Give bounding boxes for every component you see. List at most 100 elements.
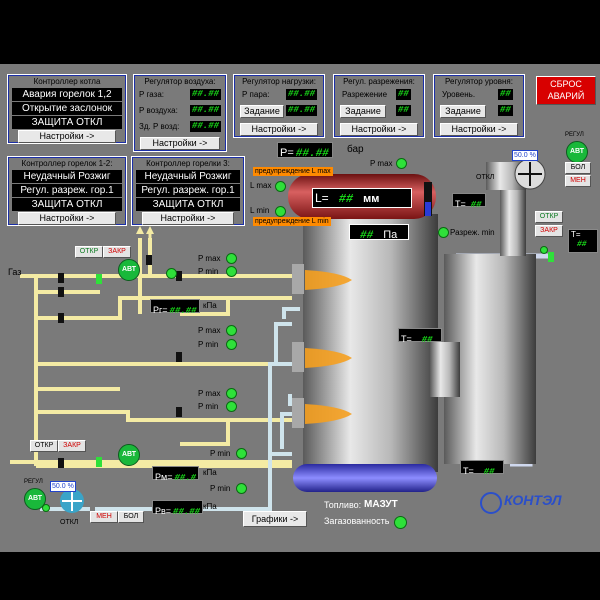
air-pressure-unit: кПа [203,502,217,511]
mazut-close-button[interactable]: ЗАКР [58,440,86,452]
burner-3-controller: Контроллер горелки 3: Неудачный Розжиг Р… [131,156,245,226]
fan-more-button[interactable]: БОЛ [118,511,144,523]
boiler-status-3: ЗАЩИТА ОТКЛ [12,116,122,129]
air-setpoint-value[interactable]: ##.## [190,121,222,132]
steam-pressure-label: Р пара: [242,90,270,99]
exhaust-less-button[interactable]: МЕН [565,175,591,187]
gas-close-button[interactable]: ЗАКР [103,246,131,258]
vacuum-value: ## [396,89,411,100]
mazut-open-button[interactable]: ОТКР [30,440,58,452]
boiler-status-1: Авария горелок 1,2 [12,88,122,101]
burner-3-settings-button[interactable]: Настройки -> [142,212,234,225]
fan-mode-indicator[interactable]: АВТ [24,488,46,510]
air-regulator-title: Регулятор воздуха: [144,77,216,86]
mazut-mode-indicator[interactable]: АВТ [118,444,140,466]
econ-control-valve[interactable] [548,252,554,262]
steam-pressure-value: ##.## [286,89,318,100]
load-regulator: Регулятор нагрузки: Р пара: ##.## Задани… [233,74,325,138]
drum-lmin-indicator [275,206,286,217]
level-task-value[interactable]: ## [498,105,513,116]
mazut-pmin-indicator [236,448,247,459]
drum-pmax-indicator [396,158,407,169]
exhaust-temp-key: T= [455,199,466,209]
b1-pmax-label: P max [198,254,221,263]
econ-open-button[interactable]: ОТКР [535,211,563,223]
water-temp-display: T=## [460,460,504,477]
drum-level-key: L= [315,191,329,205]
boiler-status-2: Открытие заслонок [12,102,122,115]
gas-shutoff-valve-1[interactable] [58,273,64,283]
econ-temp-display: T= ## [568,229,598,253]
exhaust-more-button[interactable]: БОЛ [565,162,591,174]
burner-1-gas-valve[interactable] [176,271,182,281]
boiler-controller-title: Контроллер котла [33,77,101,86]
drum-lmin-label: L min [250,206,270,215]
boiler-settings-button[interactable]: Настройки -> [18,130,116,143]
graphs-button[interactable]: Графики -> [243,511,307,527]
vacuum-task-value[interactable]: ## [396,105,411,116]
load-task-value[interactable]: ##.## [286,105,318,116]
load-regulator-title: Регулятор нагрузки: [242,77,316,86]
econ-valve-indicator [540,246,548,254]
drum-lmax-indicator [275,181,286,192]
vacuum-min-label: Разреж. min [450,228,495,237]
b1-pmin-label: P min [198,267,219,276]
vacuum-regulator-title: Регул. разрежения: [343,77,415,86]
air-pressure-value: ##.## [190,105,222,116]
water-temp-value: ## [483,467,495,477]
reset-alarms-button[interactable]: СБРОС АВАРИЙ [536,76,596,105]
load-task-button[interactable]: Задание [240,105,284,118]
mazut-control-valve[interactable] [96,457,102,467]
gas-pressure-readout: ##.## [169,306,197,316]
b2-pmax-label: P max [198,326,221,335]
level-settings-button[interactable]: Настройки -> [440,123,518,136]
gas-contamination-label: Загазованность [324,516,390,526]
burners-1-2-settings-button[interactable]: Настройки -> [18,212,116,225]
b3-pmax-label: P max [198,389,221,398]
vacuum-min-indicator [438,227,449,238]
gas-control-valve[interactable] [96,274,102,284]
burner-3-gas-valve[interactable] [176,407,182,417]
air-pressure-label: Р воздуха: [139,106,178,115]
fuel-label: Топливо: [324,500,362,510]
exhaust-percent: 50.0 % [512,150,538,161]
drum-pressure-key: P= [280,147,294,159]
gas-mode-indicator[interactable]: АВТ [118,259,140,281]
fan-less-button[interactable]: МЕН [90,511,118,523]
fan-run-indicator [42,504,50,512]
vacuum-task-button[interactable]: Задание [340,105,386,118]
fan-state-label: ОТКЛ [60,519,79,526]
furnace-vacuum-value: ## [360,230,374,242]
mazut-pressure-key: Рм= [155,472,173,482]
exhaust-regul-label: РЕГУЛ [565,132,584,138]
air-pmin-indicator [236,483,247,494]
gas-shutoff-valve-3[interactable] [58,313,64,323]
gas-pressure-key: Рг= [153,305,168,315]
furnace-temp-key: T= [401,334,412,344]
warning-l-max: предупреждение L max [253,167,333,176]
boiler-controller: Контроллер котла Авария горелок 1,2 Откр… [7,74,127,144]
gas-shutoff-valve-2[interactable] [58,287,64,297]
level-task-button[interactable]: Задание [440,105,486,118]
exhaust-mode-indicator[interactable]: АВТ [566,141,588,163]
mazut-shutoff-valve[interactable] [58,458,64,468]
furnace-temp-value: ## [421,335,433,345]
drum-level-unit: мм [363,193,380,205]
burner-2-gas-valve[interactable] [176,352,182,362]
gas-contamination-indicator [394,516,407,529]
drum-pressure-unit: бар [347,144,364,155]
candle-valve[interactable] [146,255,152,265]
exhaust-temp-display: T=## [452,193,486,210]
air-settings-button[interactable]: Настройки -> [140,137,220,150]
air-pmin-label: P min [210,484,231,493]
econ-close-button[interactable]: ЗАКР [535,225,563,237]
warning-l-min: предупреждение L min [253,217,331,226]
gas-open-button[interactable]: ОТКР [75,246,103,258]
burners-1-2-controller: Контроллер горелок 1-2: Неудачный Розжиг… [7,156,127,226]
gas-pressure-value: ##.## [190,89,222,100]
candle-valve-indicator [166,268,177,279]
drum-level-value: ## [338,192,354,206]
kontel-logo-icon [480,492,502,514]
vacuum-settings-button[interactable]: Настройки -> [340,123,418,136]
load-settings-button[interactable]: Настройки -> [240,123,318,136]
